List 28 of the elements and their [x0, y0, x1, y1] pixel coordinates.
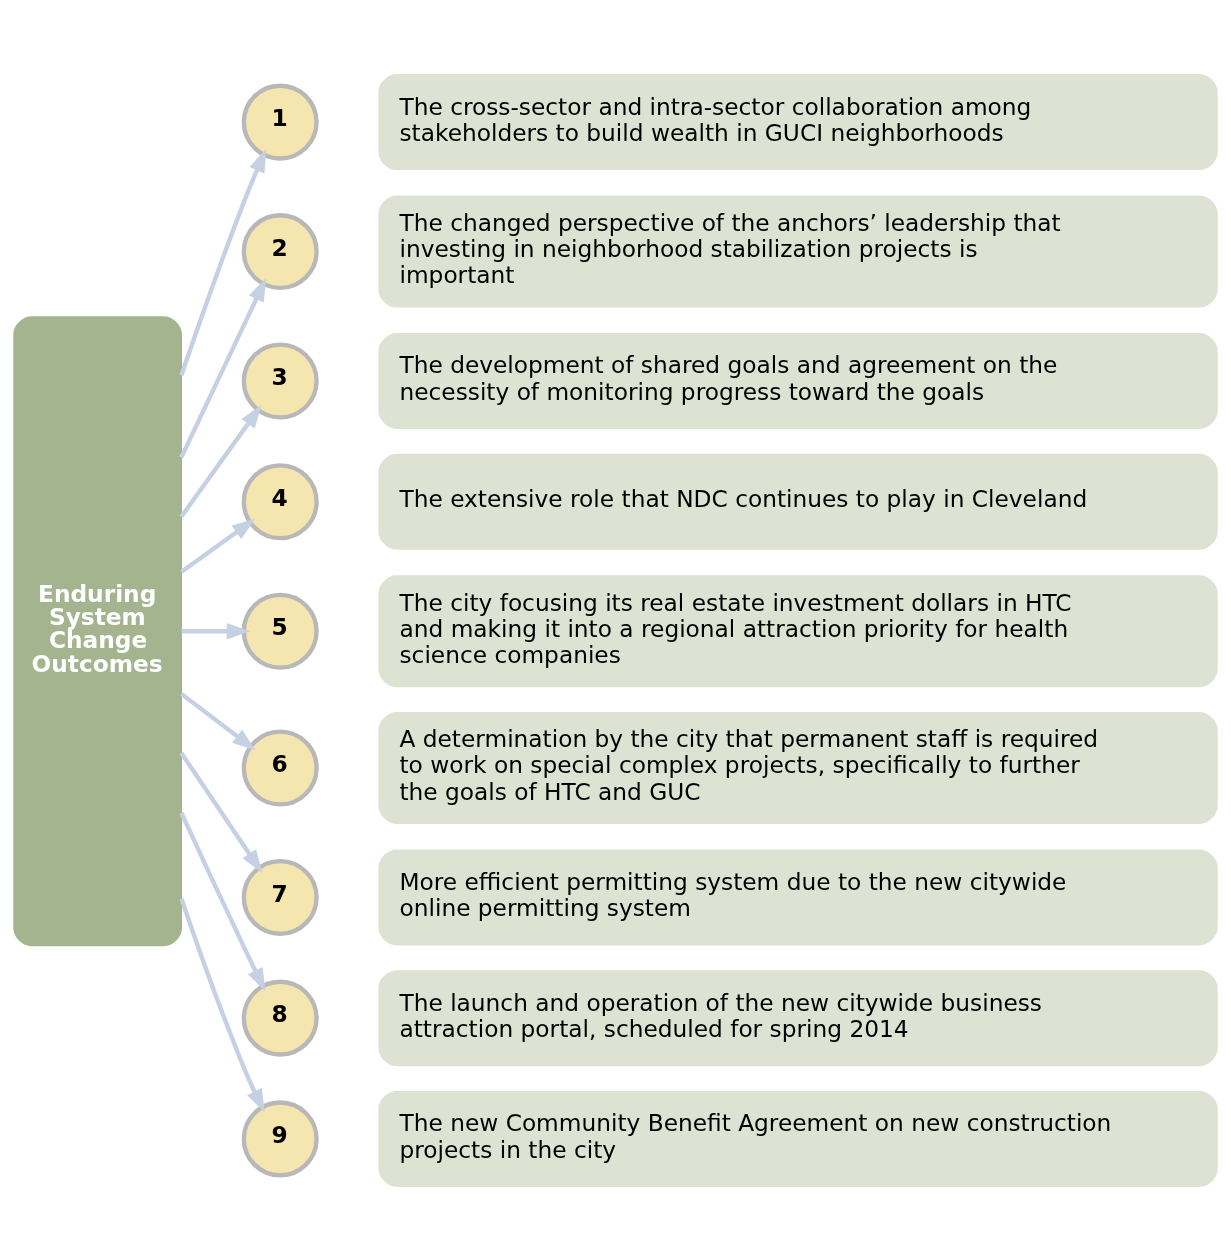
node-box: A determination by the city that permanent staff is required to work on special complex projects, specifically to further the goals of HTC and GUC — [378, 711, 1218, 824]
node-circle: 9 — [241, 1099, 319, 1177]
node-box: The new Community Benefit Agreement on new construction projects in the city — [378, 1090, 1218, 1187]
arrow — [179, 897, 265, 1113]
node-circle: 8 — [241, 979, 319, 1057]
node-circle: 1 — [241, 83, 319, 161]
node-circle: 7 — [241, 858, 319, 936]
arrow — [180, 691, 256, 750]
node-box: The cross-sector and intra-sector collaboration among stakeholders to build wealth in GUCI neighborhoods — [378, 73, 1218, 170]
arrow — [179, 751, 263, 873]
node-box: The changed perspective of the anchors’ leadership that investing in neighborhood stabilization projects is important — [378, 195, 1218, 308]
node-circle: 6 — [241, 728, 319, 806]
arrow — [179, 277, 267, 458]
node-box: The extensive role that NDC continues to play in Cleveland — [378, 453, 1218, 550]
node-circle: 4 — [241, 462, 319, 540]
arrow — [179, 404, 262, 518]
node-circle: 5 — [241, 592, 319, 670]
arrow — [181, 622, 251, 639]
node-circle: 3 — [241, 342, 319, 420]
node-box: More efficient permitting system due to the new citywide online permitting system — [378, 848, 1218, 945]
node-circle: 2 — [241, 212, 319, 290]
arrow — [179, 811, 266, 992]
node-box: The development of shared goals and agreement on the necessity of monitoring progress toward the goals — [378, 332, 1218, 429]
node-box: The launch and operation of the new citywide business attraction portal, scheduled for spring 2014 — [378, 969, 1218, 1066]
node-box: The city focusing its real estate investment dollars in HTC and making it into a regional attraction priority for health science companies — [378, 574, 1218, 687]
node-box: Enduring System Change Outcomes — [13, 315, 182, 946]
arrow — [179, 148, 267, 376]
arrow — [180, 518, 256, 574]
